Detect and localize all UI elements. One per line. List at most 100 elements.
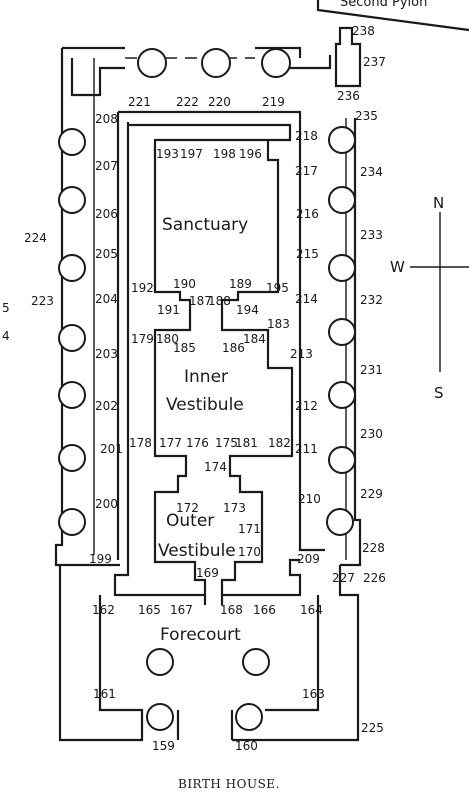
wall-number: 184	[243, 332, 266, 346]
wall-number: 199	[89, 552, 112, 566]
wall-number: 197	[180, 147, 203, 161]
wall-number: 164	[300, 603, 323, 617]
wall-number: 192	[131, 281, 154, 295]
wall-number: 224	[24, 231, 47, 245]
room-label-outer: Outer	[166, 511, 214, 531]
wall-number: 231	[360, 363, 383, 377]
wall-number: 175	[215, 436, 238, 450]
column	[58, 186, 86, 214]
wall-number: 179	[131, 332, 154, 346]
column	[146, 648, 174, 676]
wall-number: 165	[138, 603, 161, 617]
column	[242, 648, 270, 676]
column	[328, 318, 356, 346]
wall-number: 196	[239, 147, 262, 161]
wall-number: 237	[363, 55, 386, 69]
wall-number: 188	[208, 294, 231, 308]
wall-number: 177	[159, 436, 182, 450]
room-label-vestibule: Vestibule	[166, 395, 244, 415]
compass-north: N	[433, 194, 444, 212]
wall-number: 227	[332, 571, 355, 585]
wall-number: 235	[355, 109, 378, 123]
wall-number: 205	[95, 247, 118, 261]
wall-number: 225	[361, 721, 384, 735]
wall-number: 230	[360, 427, 383, 441]
column	[58, 254, 86, 282]
wall-number: 221	[128, 95, 151, 109]
edge-number: 5	[2, 301, 10, 315]
wall-number: 161	[93, 687, 116, 701]
column	[328, 381, 356, 409]
wall-number: 220	[208, 95, 231, 109]
wall-number: 218	[295, 129, 318, 143]
temple-walls	[113, 110, 325, 605]
wall-number: 194	[236, 303, 259, 317]
wall-number: 216	[296, 207, 319, 221]
wall-number: 222	[176, 95, 199, 109]
forecourt-walls	[58, 565, 360, 742]
column	[328, 254, 356, 282]
wall-number: 182	[268, 436, 291, 450]
wall-number: 208	[95, 112, 118, 126]
wall-number: 198	[213, 147, 236, 161]
compass-west: W	[390, 258, 405, 276]
wall-number: 219	[262, 95, 285, 109]
wall-number: 170	[238, 545, 261, 559]
wall-number: 173	[223, 501, 246, 515]
column	[201, 48, 231, 78]
column	[326, 508, 354, 536]
wall-number: 238	[352, 24, 375, 38]
column	[58, 508, 86, 536]
wall-number: 172	[176, 501, 199, 515]
edge-number: 4	[2, 329, 10, 343]
column	[235, 703, 263, 731]
wall-number: 160	[235, 739, 258, 753]
room-label-sanctuary: Sanctuary	[162, 215, 248, 235]
wall-number: 214	[295, 292, 318, 306]
column	[261, 48, 291, 78]
room-label-forecourt: Forecourt	[160, 625, 241, 645]
wall-number: 166	[253, 603, 276, 617]
wall-numbers: 159 160 161 162 163 164 165 166 167 168 …	[24, 24, 386, 753]
wall-number: 204	[95, 292, 118, 306]
wall-number: 189	[229, 277, 252, 291]
wall-number: 207	[95, 159, 118, 173]
wall-number: 217	[295, 164, 318, 178]
wall-number: 210	[298, 492, 321, 506]
wall-number: 212	[295, 399, 318, 413]
room-label-vestibule: Vestibule	[158, 541, 236, 561]
second-pylon-fragment: Second Pylon	[316, 0, 469, 88]
column	[58, 128, 86, 156]
room-labels: Sanctuary Inner Vestibule Outer Vestibul…	[158, 215, 248, 645]
wall-number: 185	[173, 341, 196, 355]
wall-number: 213	[290, 347, 313, 361]
wall-number: 169	[196, 566, 219, 580]
wall-number: 178	[129, 436, 152, 450]
column	[58, 324, 86, 352]
wall-number: 233	[360, 228, 383, 242]
column	[58, 444, 86, 472]
wall-number: 226	[363, 571, 386, 585]
compass-south: S	[434, 384, 444, 402]
room-label-inner: Inner	[184, 367, 228, 387]
columns	[58, 48, 356, 731]
column	[328, 126, 356, 154]
wall-number: 228	[362, 541, 385, 555]
wall-number: 236	[337, 89, 360, 103]
wall-number: 229	[360, 487, 383, 501]
wall-number: 195	[266, 281, 289, 295]
plan-caption: BIRTH HOUSE.	[178, 777, 280, 791]
wall-number: 215	[296, 247, 319, 261]
wall-number: 168	[220, 603, 243, 617]
wall-number: 209	[297, 552, 320, 566]
wall-number: 163	[302, 687, 325, 701]
wall-number: 181	[235, 436, 258, 450]
wall-number: 191	[157, 303, 180, 317]
wall-number: 176	[186, 436, 209, 450]
wall-number: 203	[95, 347, 118, 361]
wall-number: 223	[31, 294, 54, 308]
wall-number: 232	[360, 293, 383, 307]
column	[328, 446, 356, 474]
wall-number: 201	[100, 442, 123, 456]
